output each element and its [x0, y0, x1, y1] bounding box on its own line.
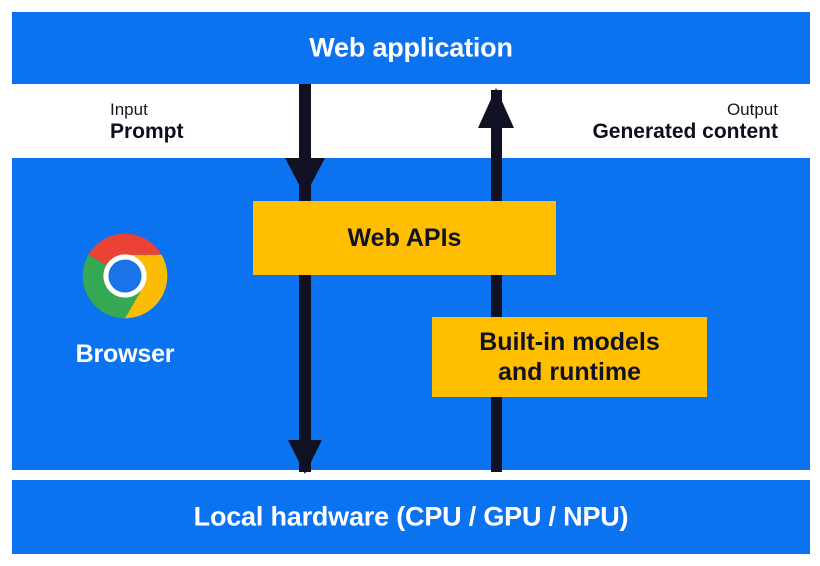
output-caption: Output Generated content	[592, 100, 778, 144]
output-value-label: Generated content	[592, 119, 778, 143]
box-built-in-models-line1: Built-in models	[479, 327, 660, 356]
input-value-label: Prompt	[110, 119, 184, 143]
input-caption: Input Prompt	[110, 100, 184, 144]
layer-local-hardware: Local hardware (CPU / GPU / NPU)	[12, 480, 810, 554]
layer-web-application-label: Web application	[309, 32, 513, 63]
box-web-apis: Web APIs	[253, 201, 556, 275]
browser-identity: Browser	[40, 230, 210, 369]
layer-browser-label: Browser	[75, 340, 175, 368]
input-kind-label: Input	[110, 100, 148, 119]
box-built-in-models-label: Built-in models and runtime	[479, 327, 660, 388]
output-kind-label: Output	[726, 100, 778, 119]
layer-web-application: Web application	[12, 12, 810, 84]
chrome-logo-icon	[82, 233, 168, 319]
box-built-in-models: Built-in models and runtime	[432, 317, 707, 397]
layer-local-hardware-label: Local hardware (CPU / GPU / NPU)	[193, 501, 629, 532]
box-web-apis-label: Web APIs	[347, 223, 462, 252]
box-built-in-models-line2: and runtime	[497, 358, 642, 386]
